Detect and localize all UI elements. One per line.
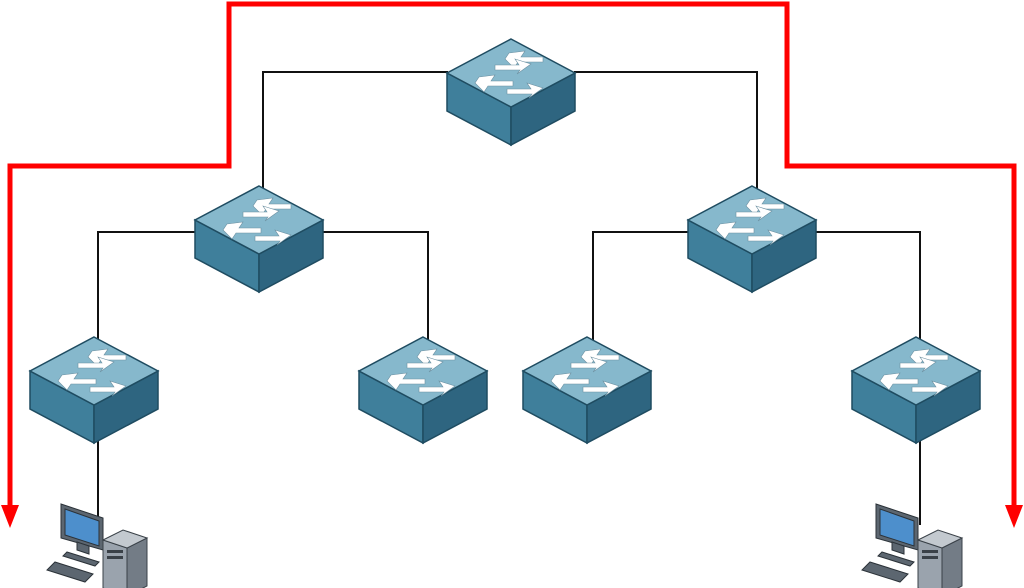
computer-left[interactable] [46, 503, 148, 588]
core-switch[interactable] [446, 38, 576, 146]
computer-right[interactable] [861, 503, 963, 588]
switches [29, 38, 981, 444]
link-core-to-distribution-left [262, 71, 448, 200]
traffic-path-arrowhead-right [1005, 505, 1023, 528]
distribution-switch-right[interactable] [687, 185, 817, 293]
access-switch-4[interactable] [851, 336, 981, 444]
computers [46, 503, 963, 588]
access-switch-2[interactable] [358, 336, 488, 444]
access-switch-3[interactable] [522, 336, 652, 444]
network-links [97, 71, 921, 525]
link-distribution-left-to-access-1 [97, 231, 195, 340]
traffic-path-line [7, 1, 1017, 505]
traffic-path-arrow [1, 1, 1023, 528]
link-distribution-right-to-access-3 [592, 231, 690, 340]
link-distribution-left-to-access-2 [320, 231, 429, 340]
distribution-switch-left[interactable] [194, 185, 324, 293]
link-core-to-distribution-right [574, 71, 758, 200]
traffic-path-arrowhead-left [1, 505, 19, 528]
access-switch-1[interactable] [29, 336, 159, 444]
link-distribution-right-to-access-4 [815, 231, 921, 340]
